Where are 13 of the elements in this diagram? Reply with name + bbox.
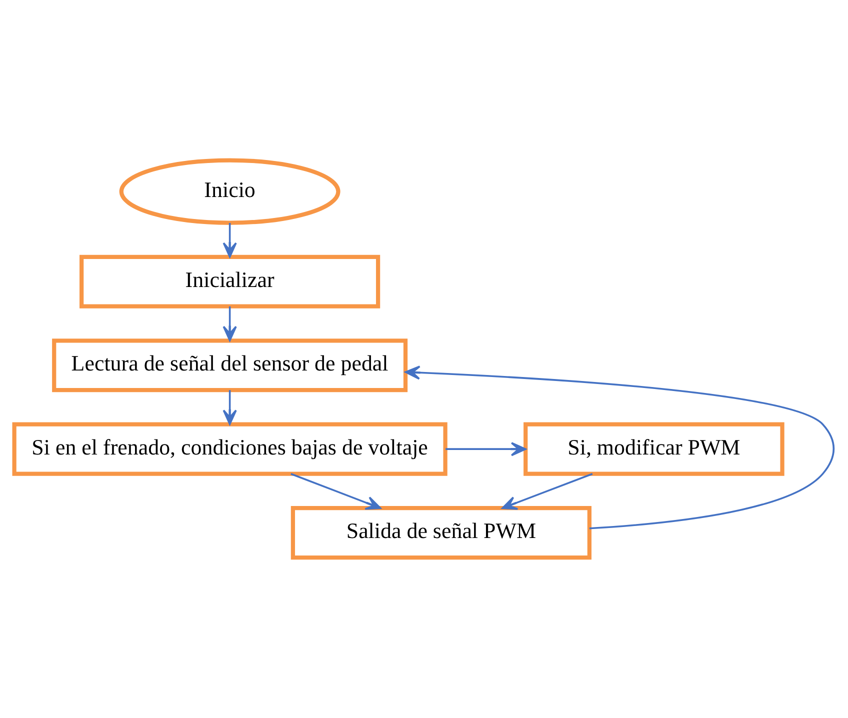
arrow: [222, 222, 237, 258]
arrow: [502, 473, 593, 510]
arrow: [290, 473, 382, 510]
node-ellipse: Inicio: [119, 158, 340, 225]
node-box: Salida de señal PWM: [290, 506, 592, 560]
arrow: [446, 442, 526, 456]
node-box: Inicializar: [80, 254, 380, 308]
arrow: [222, 390, 237, 425]
arrow: [404, 366, 834, 530]
node-box: Si, modificar PWM: [524, 422, 784, 476]
node-box: Lectura de señal del sensor de pedal: [52, 338, 408, 392]
arrow: [222, 306, 237, 342]
node-box: Si en el frenado, condiciones bajas de voltaje: [12, 422, 448, 476]
